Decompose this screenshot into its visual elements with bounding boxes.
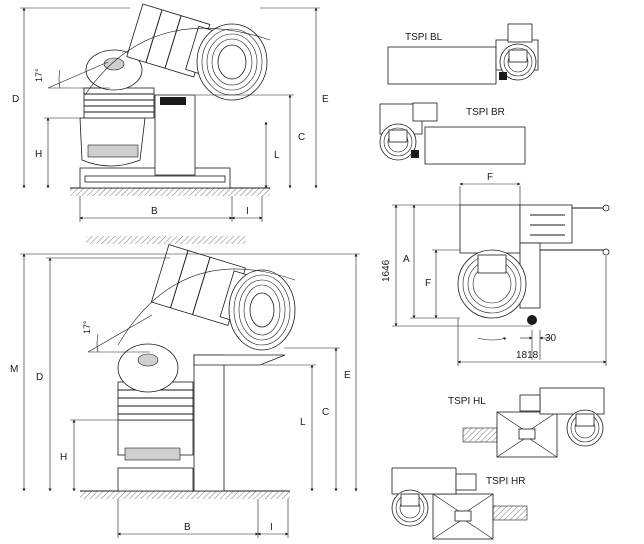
- base-rail: [84, 175, 226, 183]
- break-line: [86, 236, 246, 244]
- variant-br-body: [424, 126, 526, 165]
- floor-top: [70, 187, 270, 196]
- control-panel: [160, 97, 186, 105]
- dim-m-label: M: [10, 364, 18, 375]
- variant-bl-motor: [507, 23, 533, 43]
- angle-indicator-top: 17°: [34, 61, 110, 89]
- plan-column: [519, 204, 573, 244]
- dim-d-top: D: [12, 7, 130, 189]
- variant-hl-label: TSPI HL: [448, 396, 486, 407]
- dim-m: M: [10, 253, 360, 492]
- dim-h-label-bottom: H: [60, 452, 67, 463]
- dim-l-top: L: [264, 121, 280, 189]
- dim-d-label-top: D: [12, 94, 19, 105]
- dim-30: 30: [520, 330, 557, 360]
- variant-hr: TSPI HR: [391, 467, 528, 540]
- dim-b-label-top: B: [151, 206, 158, 217]
- dim-b-label-bottom: B: [184, 522, 191, 533]
- variant-hr-head: [391, 467, 457, 495]
- dim-h-label-top: H: [35, 149, 42, 160]
- dim-e-bottom: E: [344, 253, 358, 492]
- dim-1818: 1818: [457, 256, 607, 366]
- mixer-column: [154, 94, 196, 176]
- dim-h-bottom: H: [60, 419, 118, 492]
- dim-a: A: [403, 204, 460, 319]
- variant-hl: TSPI HL: [448, 387, 605, 458]
- plan-view: F 1646 A F 30: [381, 172, 610, 366]
- plan-pivot: [527, 315, 537, 325]
- dim-i-bottom: I: [257, 499, 289, 538]
- head-fins: [84, 93, 154, 113]
- dim-h-top: H: [35, 117, 82, 189]
- side-view-bottom: 17° M D H E C: [10, 244, 360, 538]
- variant-hl-head: [539, 387, 605, 415]
- dim-f-top: F: [459, 172, 521, 205]
- mixer-head: [83, 87, 155, 119]
- variant-bl-body: [387, 46, 497, 85]
- dim-d-label-bottom: D: [36, 372, 43, 383]
- swing-arc-top: [84, 27, 271, 96]
- dim-f-side: F: [425, 249, 460, 319]
- dim-d-bottom: D: [36, 257, 170, 492]
- dim-b-top: B: [79, 196, 233, 222]
- variant-br-motor: [412, 102, 438, 122]
- dim-b-bottom: B: [117, 499, 259, 538]
- side-view-top: 17° D H E C L: [12, 3, 329, 222]
- mixer-bowl: [79, 117, 146, 167]
- dim-c-top: C: [196, 94, 305, 189]
- dome-window-bottom: [137, 353, 159, 367]
- variant-br: TSPI BR: [379, 102, 526, 165]
- rotation-arrow: [477, 337, 507, 341]
- dim-i-label-bottom: I: [270, 522, 273, 533]
- dim-1818-label: 1818: [516, 350, 539, 361]
- tilted-bowl-bottom: [228, 269, 296, 351]
- variant-hr-label: TSPI HR: [486, 476, 525, 487]
- dim-30-label: 30: [545, 333, 557, 344]
- plan-head: [459, 204, 521, 254]
- mixer-dome-bottom: [117, 343, 179, 393]
- variant-hr-conveyor: [492, 505, 528, 521]
- variant-br-label: TSPI BR: [466, 107, 505, 118]
- angle-label-top: 17°: [34, 68, 44, 82]
- dim-i-top: I: [231, 196, 263, 222]
- tilted-bowl-top: [196, 23, 268, 101]
- dim-c-label-bottom: C: [322, 407, 329, 418]
- dim-e-label-top: E: [322, 94, 329, 105]
- bowl-trolley: [87, 144, 139, 158]
- dim-c-bottom: C: [284, 347, 340, 492]
- dim-1646: 1646: [381, 204, 532, 327]
- angle-indicator-bottom: 17°: [82, 314, 153, 353]
- bowl-trolley-bottom: [124, 447, 181, 461]
- dim-a-label: A: [403, 254, 410, 265]
- tipping-chute: [193, 354, 286, 366]
- dim-e-label-bottom: E: [344, 370, 351, 381]
- variant-bl-label: TSPI BL: [405, 32, 443, 43]
- dim-l-label-bottom: L: [300, 417, 306, 428]
- variant-bl: TSPI BL: [387, 23, 539, 85]
- variant-hl-conveyor: [462, 427, 498, 443]
- dim-l-label-top: L: [274, 150, 280, 161]
- dim-e-top: E: [260, 7, 329, 189]
- dim-i-label-top: I: [246, 206, 249, 217]
- dim-1646-label: 1646: [381, 259, 392, 282]
- dim-f-top-label: F: [487, 172, 493, 183]
- swing-arc-bottom: [117, 268, 296, 346]
- dim-c-label-top: C: [298, 132, 305, 143]
- angle-label-bottom: 17°: [82, 320, 92, 334]
- mixer-base-bottom: [117, 467, 194, 492]
- tipping-column: [193, 354, 225, 492]
- dim-f-side-label: F: [425, 278, 431, 289]
- dim-l-bottom: L: [262, 364, 316, 492]
- plan-bowl-window: [477, 254, 507, 274]
- floor-bottom: [80, 490, 290, 499]
